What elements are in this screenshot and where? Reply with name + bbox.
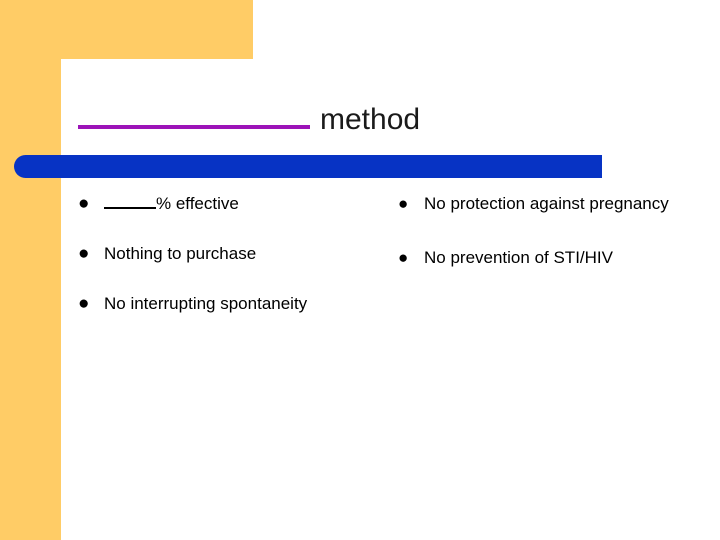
title-blank-underline xyxy=(78,103,310,129)
column-disadvantages: ● No protection against pregnancy ● No p… xyxy=(398,190,710,298)
orange-left-band xyxy=(0,0,61,540)
list-item: ● Nothing to purchase xyxy=(78,240,378,268)
bullet-disc-icon: ● xyxy=(78,293,90,314)
title-divider-bar xyxy=(14,155,602,178)
bullet-disc-icon: ● xyxy=(398,248,409,267)
orange-top-band xyxy=(0,0,253,59)
page-title: method xyxy=(78,100,678,148)
bullet-disc-icon: ● xyxy=(78,243,90,264)
list-item-label: Nothing to purchase xyxy=(104,244,257,263)
column-advantages: ● % effective ● Nothing to purchase ● No… xyxy=(78,190,378,340)
list-item-label: No protection against pregnancy xyxy=(424,194,669,213)
orange-corner-notch xyxy=(61,59,121,119)
list-item: ● No protection against pregnancy xyxy=(398,190,710,218)
bullet-disc-icon: ● xyxy=(398,194,409,213)
list-item-label: No interrupting spontaneity xyxy=(104,294,308,313)
inline-blank-underline xyxy=(104,192,156,209)
list-item: ● No interrupting spontaneity xyxy=(78,290,378,318)
bullet-disc-icon: ● xyxy=(78,193,90,214)
list-item-label: % effective xyxy=(104,190,378,218)
list-item-label: No prevention of STI/HIV xyxy=(424,248,613,267)
list-item: ● % effective xyxy=(78,190,378,218)
list-item-text: % effective xyxy=(156,194,239,213)
list-item: ● No prevention of STI/HIV xyxy=(398,244,710,272)
title-text-line: method xyxy=(78,100,678,140)
title-word: method xyxy=(320,103,421,136)
body-content: ● % effective ● Nothing to purchase ● No… xyxy=(0,190,720,390)
